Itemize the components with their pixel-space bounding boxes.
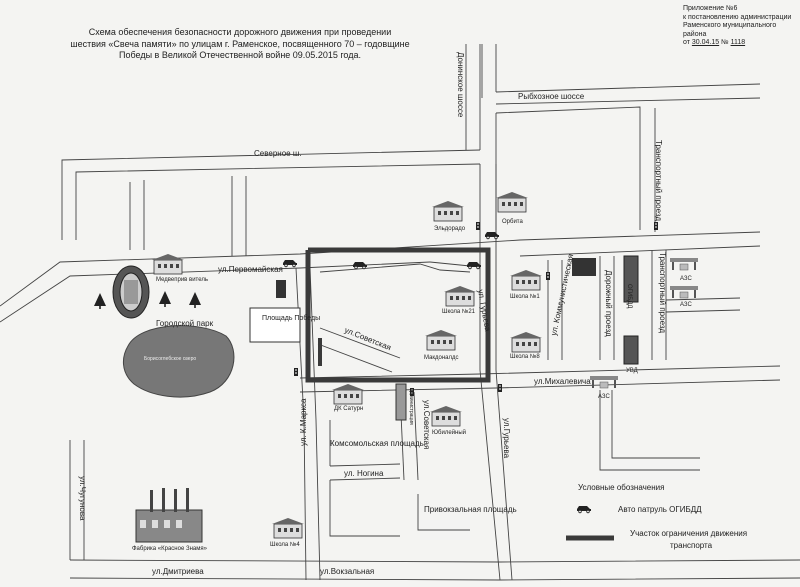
dorozhny-building: [572, 258, 596, 276]
street-mikhalevicha: ул.Михалевича: [534, 377, 591, 386]
appendix-line-4: от 30.04.15 № 1118: [683, 39, 800, 48]
patrol-car-icon: [466, 261, 482, 270]
label-azs-2: АЗС: [680, 302, 692, 308]
traffic-light-icon: [546, 272, 550, 280]
label-uvd: УВД: [626, 368, 638, 374]
legend-patrol-label: Авто патруль ОГИБДД: [618, 505, 702, 514]
street-vokzalnaya: ул.Вокзальная: [320, 567, 374, 576]
label-square: Площадь Победы: [262, 314, 320, 322]
school1-building: [509, 269, 543, 291]
title-line-3: Победы в Великой Отечественной войне 09.…: [119, 50, 361, 60]
label-school4: Школа №4: [270, 541, 300, 548]
map-title: Схема обеспечения безопасности дорожного…: [70, 27, 410, 62]
label-azs-3: АЗС: [598, 394, 610, 400]
administration-building: [395, 383, 407, 421]
label-factory: Фабрика «Красное Знамя»: [132, 546, 208, 552]
appendix-line-2: к постановлению администрации: [683, 13, 792, 21]
label-school1: Школа №1: [510, 293, 540, 300]
label-administration: Администрация: [408, 388, 414, 425]
label-komsomolskaya: Комсомольская площадь: [330, 439, 424, 448]
street-sovetskaya-diag: ул.Советская: [343, 326, 392, 353]
legend-restriction-line1: Участок ограничения движения: [630, 529, 747, 538]
street-transportny-1: Транспортный проезд: [654, 140, 663, 221]
street-severnoe: Северное ш.: [254, 149, 301, 158]
school21-building: [443, 285, 477, 307]
legend-restriction-line2: транспорта: [670, 541, 713, 550]
street-transportny-2: Транспортный проезд: [658, 252, 667, 333]
ogibdd-building: [623, 255, 639, 303]
uvd-building: [623, 335, 639, 365]
label-mcdonalds: Макдоналдс: [424, 355, 459, 361]
patrol-car-icon: [282, 259, 298, 268]
stadium-building: [151, 253, 185, 275]
label-school8: Школа №8: [510, 353, 540, 360]
label-saturn: ДК Сатурн: [334, 406, 363, 412]
street-nogina: ул. Ногина: [344, 469, 384, 478]
street-dorozhny: Дорожный проезд: [604, 270, 613, 337]
title-line-2: шествия «Свеча памяти» по улицам г. Раме…: [70, 38, 410, 49]
lake-shape: [123, 325, 235, 398]
appendix-note: Приложение №6 к постановлению администра…: [683, 5, 800, 48]
stadium-icon: [112, 265, 150, 319]
yubileyny-building: [429, 405, 463, 427]
patrol-car-icon: [484, 231, 500, 240]
legend: Условные обозначения Авто патруль ОГИБДД…: [566, 483, 747, 550]
street-guryeva-2: ул.Гурьева: [502, 418, 511, 459]
label-eldorado: Эльдорадо: [434, 226, 466, 232]
label-ogibdd: ОГИБДД: [626, 284, 632, 308]
square-frame: [249, 307, 301, 343]
azs-icon-3: [589, 375, 619, 389]
label-school21: Школа №21: [442, 308, 476, 315]
street-dmitrieva: ул.Дмитриева: [152, 567, 204, 576]
appendix-line-1: Приложение №6: [683, 5, 738, 12]
traffic-light-icon: [498, 384, 502, 392]
street-chugunova: ул.Чугунова: [78, 476, 87, 521]
orbita-building: [495, 191, 529, 213]
label-orbita: Орбита: [502, 219, 523, 225]
legend-patrol-car-icon: [576, 505, 592, 514]
appendix-no-prefix: №: [721, 39, 729, 46]
street-pervomayskaya: ул.Первомайская: [218, 265, 283, 274]
label-yubileyny: Юбилейный: [432, 429, 466, 436]
monument-icon: [276, 280, 286, 298]
azs-icon-1: [669, 257, 699, 271]
label-lake: Борисоглебское озеро: [144, 356, 196, 362]
factory-icon: [135, 488, 203, 543]
eldorado-building: [431, 200, 465, 222]
traffic-light-icon: [654, 222, 658, 230]
azs-icon-2: [669, 285, 699, 299]
street-k-marksa: ул. К.Маркса: [299, 398, 308, 446]
label-park: Городской парк: [156, 319, 214, 328]
street-doninskoe: Донинское шоссе: [456, 52, 465, 118]
mcdonalds-building: [424, 329, 458, 351]
patrol-car-icon: [352, 261, 368, 270]
school8-building: [509, 331, 543, 353]
traffic-light-icon: [476, 222, 480, 230]
label-privokzalnaya: Привокзальная площадь: [424, 505, 517, 514]
appendix-date-prefix: от: [683, 39, 690, 46]
appendix-line-3: Раменского муниципального района: [683, 22, 777, 38]
traffic-light-icon: [294, 368, 298, 376]
road-network: [0, 44, 800, 581]
label-azs-1: АЗС: [680, 276, 692, 282]
title-line-1: Схема обеспечения безопасности дорожного…: [88, 27, 392, 37]
street-sovetskaya-2: ул.Советская: [422, 400, 431, 449]
appendix-date: 30.04.15: [691, 39, 720, 46]
appendix-number: 1118: [730, 39, 746, 46]
street-rybkhoznoe: Рыбхозное шоссе: [518, 92, 585, 101]
saturn-building: [331, 383, 365, 405]
school4-building: [271, 517, 305, 539]
restricted-route: [305, 247, 491, 383]
legend-title: Условные обозначения: [578, 483, 664, 492]
label-stadium: Медвеприв витель: [156, 277, 208, 283]
